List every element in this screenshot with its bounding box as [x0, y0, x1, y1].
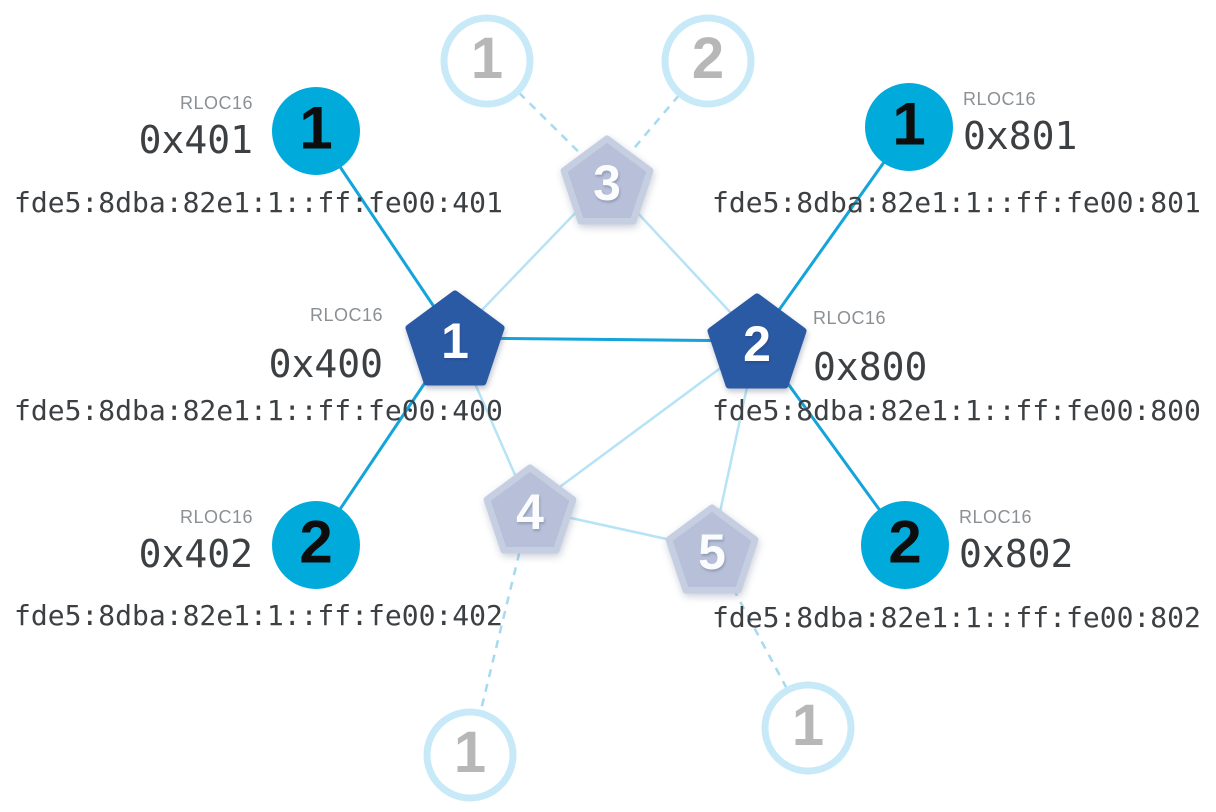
node-router-2[interactable]: 2	[707, 293, 807, 389]
rloc16-value: 0x801	[963, 114, 1078, 158]
node-label-child-802: RLOC16 0x802	[959, 507, 1073, 575]
rloc16-value: 0x802	[959, 532, 1074, 576]
node-number: 1	[453, 719, 487, 785]
node-label-router-2: RLOC16 0x800	[813, 308, 927, 388]
ipv6-address-router-2: fde5:8dba:82e1:1::ff:fe00:800	[712, 394, 1201, 427]
link-fc-top-2-fr-3	[606, 60, 709, 181]
rloc16-caption: RLOC16	[179, 93, 253, 113]
faded-router-pentagon-icon	[665, 504, 759, 594]
link-router-2-fr-4	[529, 339, 758, 511]
node-number: 3	[593, 155, 621, 211]
rloc16-caption: RLOC16	[309, 305, 383, 325]
node-fc-top-1[interactable]: 1	[440, 14, 534, 108]
node-fc-top-2[interactable]: 2	[661, 14, 755, 108]
rloc16-value: 0x402	[138, 532, 253, 576]
node-fc-bottom-1[interactable]: 1	[423, 708, 517, 802]
node-child-802[interactable]: 2	[861, 501, 949, 589]
rloc16-caption: RLOC16	[959, 507, 1033, 527]
node-number: 5	[698, 524, 726, 580]
node-fr-5[interactable]: 5	[665, 504, 759, 594]
node-number: 2	[299, 508, 333, 576]
node-label-child-801: RLOC16 0x801	[963, 89, 1077, 157]
ipv6-address-child-801: fde5:8dba:82e1:1::ff:fe00:801	[712, 186, 1201, 219]
rloc16-caption: RLOC16	[813, 308, 887, 328]
node-number: 2	[691, 25, 725, 91]
node-number: 2	[888, 508, 922, 576]
node-number: 1	[791, 692, 825, 758]
rloc16-value: 0x800	[813, 345, 928, 389]
node-number: 4	[516, 484, 544, 540]
router-pentagon-icon	[707, 293, 807, 389]
node-fc-bottom-2[interactable]: 1	[761, 681, 855, 775]
rloc16-caption: RLOC16	[179, 507, 253, 527]
node-label-child-401: RLOC16 0x401	[139, 93, 253, 161]
node-fr-4[interactable]: 4	[483, 464, 577, 554]
ipv6-address-child-401: fde5:8dba:82e1:1::ff:fe00:401	[14, 186, 503, 219]
ipv6-address-child-402: fde5:8dba:82e1:1::ff:fe00:402	[14, 599, 503, 632]
ipv6-address-child-802: fde5:8dba:82e1:1::ff:fe00:802	[712, 601, 1201, 634]
faded-router-pentagon-icon	[483, 464, 577, 554]
link-router-1-router-2	[454, 336, 758, 343]
node-child-801[interactable]: 1	[865, 83, 953, 171]
node-number: 1	[470, 25, 504, 91]
ipv6-address-router-1: fde5:8dba:82e1:1::ff:fe00:400	[14, 394, 503, 427]
faded-router-pentagon-icon	[560, 135, 654, 225]
rloc16-value: 0x400	[268, 342, 383, 386]
node-number: 2	[743, 316, 771, 372]
node-fr-3[interactable]: 3	[560, 135, 654, 225]
node-number: 1	[441, 313, 469, 369]
node-router-1[interactable]: 1	[405, 290, 505, 386]
node-child-401[interactable]: 1	[272, 87, 360, 175]
rloc16-caption: RLOC16	[963, 89, 1037, 109]
node-number: 1	[892, 90, 926, 158]
rloc16-value: 0x401	[138, 118, 253, 162]
node-number: 1	[299, 94, 333, 162]
node-label-child-402: RLOC16 0x402	[139, 507, 253, 575]
node-label-router-1: RLOC16 0x400	[269, 305, 383, 385]
router-pentagon-icon	[405, 290, 505, 386]
node-child-402[interactable]: 2	[272, 501, 360, 589]
